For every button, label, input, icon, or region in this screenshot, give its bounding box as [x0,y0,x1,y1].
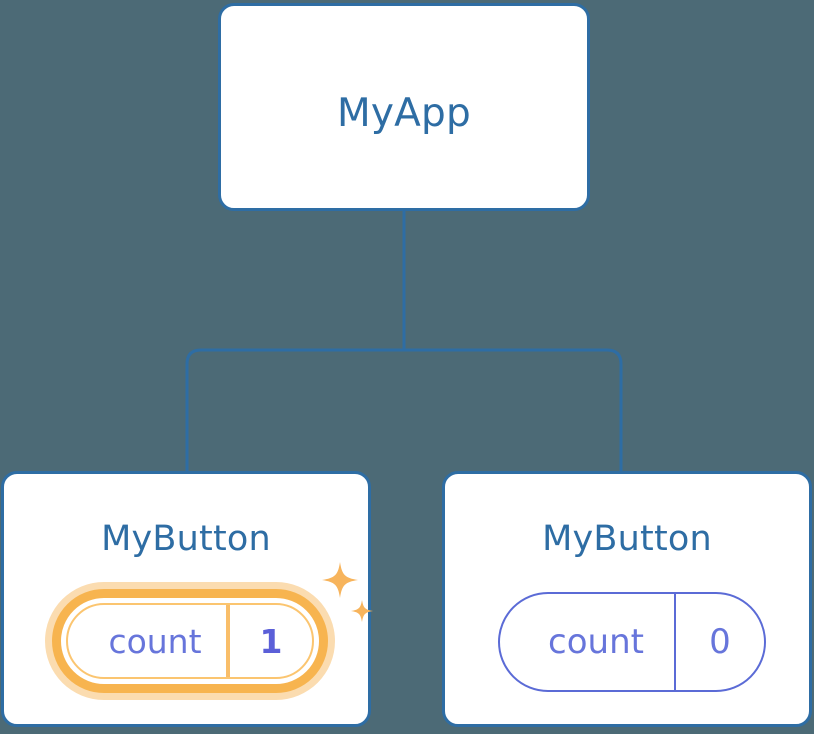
state-pill-right[interactable]: count 0 [498,592,766,692]
state-pill-normal[interactable]: count 0 [498,592,766,692]
page-title: MyApp [337,91,471,136]
state-value-left: 1 [259,621,283,661]
state-label-right: count [500,594,676,690]
node-card-mybutton-left[interactable]: MyButton count 1 [1,471,371,727]
node-title-mybutton-right: MyButton [542,519,712,559]
state-pill-left[interactable]: count 1 [66,603,314,679]
node-card-myapp[interactable]: MyApp [218,3,590,211]
state-value-right: 0 [709,622,731,662]
connector-branch-bar [185,348,623,471]
state-label-left: count [68,605,230,677]
state-pill-highlighted[interactable]: count 1 [45,582,335,700]
node-title-mybutton-left: MyButton [101,519,271,559]
node-card-mybutton-right[interactable]: MyButton count 0 [442,471,812,727]
